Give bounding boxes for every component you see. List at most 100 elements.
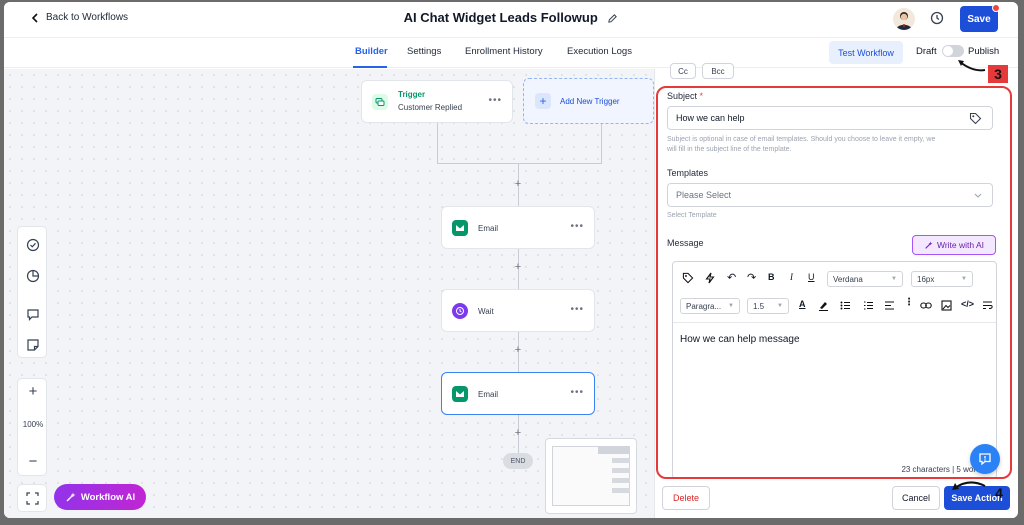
- connector: [601, 124, 602, 163]
- zoom-in-icon[interactable]: +: [28, 383, 38, 400]
- trigger-node[interactable]: Trigger Customer Replied •••: [361, 80, 513, 123]
- chevron-down-icon: ▼: [961, 276, 967, 282]
- underline-icon[interactable]: U: [808, 272, 815, 282]
- minimap-block: [612, 478, 630, 483]
- more-options-icon[interactable]: •••: [570, 387, 584, 398]
- minimap-block: [612, 458, 630, 463]
- notification-dot: [992, 4, 1000, 12]
- add-step-plus[interactable]: +: [514, 178, 522, 190]
- lightning-icon[interactable]: [704, 272, 716, 284]
- save-action-button[interactable]: Save Action: [944, 486, 1010, 510]
- paragraph-value: Paragra...: [686, 301, 722, 311]
- draft-label: Draft: [916, 46, 937, 57]
- cc-button[interactable]: Cc: [670, 63, 696, 79]
- test-workflow-button[interactable]: Test Workflow: [829, 41, 903, 64]
- templates-select[interactable]: Please Select: [667, 183, 993, 207]
- text-wrap-icon[interactable]: [982, 301, 993, 310]
- connector: [518, 332, 519, 372]
- plus-icon: +: [535, 93, 551, 109]
- cancel-button[interactable]: Cancel: [892, 486, 940, 510]
- trigger-title: Trigger: [398, 90, 426, 99]
- save-label: Save: [967, 13, 991, 25]
- subject-hint-line-2: will fill in the subject line of the tem…: [667, 146, 792, 153]
- wait-node[interactable]: Wait •••: [441, 289, 595, 332]
- more-options-icon[interactable]: •••: [570, 221, 584, 232]
- tag-icon[interactable]: [969, 112, 982, 125]
- bullet-list-icon[interactable]: [840, 301, 851, 310]
- sticky-note-icon[interactable]: [26, 338, 40, 352]
- pencil-icon[interactable]: [607, 13, 618, 24]
- tag-icon[interactable]: [682, 272, 694, 284]
- magic-wand-icon: [925, 240, 933, 249]
- undo-icon[interactable]: ↶: [727, 272, 737, 284]
- minimap[interactable]: [545, 438, 637, 514]
- chevron-down-icon: ▼: [728, 303, 734, 309]
- pie-chart-icon[interactable]: [26, 269, 40, 283]
- redo-icon[interactable]: ↷: [747, 272, 757, 284]
- templates-placeholder: Please Select: [676, 190, 732, 200]
- fit-view-button[interactable]: [17, 484, 47, 512]
- bcc-button[interactable]: Bcc: [702, 63, 734, 79]
- bold-icon[interactable]: B: [768, 272, 775, 282]
- font-family-select[interactable]: Verdana▼: [827, 271, 903, 287]
- add-step-plus[interactable]: +: [514, 427, 522, 439]
- comment-icon[interactable]: [26, 308, 40, 322]
- message-body[interactable]: How we can help message: [680, 334, 800, 345]
- tab-enrollment-history[interactable]: Enrollment History: [465, 46, 543, 57]
- add-step-plus[interactable]: +: [514, 344, 522, 356]
- more-options-icon[interactable]: •••: [570, 304, 584, 315]
- character-counter: 23 characters | 5 wor: [901, 465, 976, 474]
- image-icon[interactable]: [941, 300, 952, 311]
- numbered-list-icon[interactable]: [863, 301, 874, 310]
- minimap-viewport: [552, 446, 630, 506]
- highlight-icon[interactable]: [818, 300, 829, 311]
- font-size-select[interactable]: 16px▼: [911, 271, 973, 287]
- feedback-chat-button[interactable]: [970, 444, 1000, 474]
- text-color-icon[interactable]: A: [799, 299, 806, 309]
- back-to-workflows-link[interactable]: Back to Workflows: [30, 12, 128, 23]
- code-icon[interactable]: </>: [961, 299, 975, 309]
- link-icon[interactable]: [920, 301, 932, 310]
- tab-builder[interactable]: Builder: [355, 46, 388, 57]
- email-node-1[interactable]: Email •••: [441, 206, 595, 249]
- email-node-2[interactable]: Email •••: [441, 372, 595, 415]
- user-avatar[interactable]: [893, 8, 915, 30]
- add-trigger-label: Add New Trigger: [560, 97, 620, 106]
- save-button[interactable]: Save: [960, 4, 1000, 32]
- templates-label: Templates: [667, 168, 709, 178]
- minimap-block: [612, 488, 630, 493]
- subject-hint-line-1: Subject is optional in case of email tem…: [667, 136, 936, 143]
- chat-alert-icon: [979, 453, 991, 466]
- zoom-controls: + 100% −: [17, 378, 47, 476]
- history-icon[interactable]: [930, 11, 944, 25]
- delete-button[interactable]: Delete: [662, 486, 710, 510]
- message-editor[interactable]: ↶ ↷ B I U Verdana▼ 16px▼ Paragra... ▼ 1.5…: [672, 261, 997, 479]
- check-circle-icon[interactable]: [26, 238, 40, 252]
- more-vertical-icon[interactable]: ⋮: [904, 297, 914, 308]
- add-step-plus[interactable]: +: [514, 261, 522, 273]
- align-left-icon[interactable]: [884, 301, 895, 310]
- connector: [518, 163, 519, 206]
- zoom-out-icon[interactable]: −: [28, 453, 38, 470]
- tab-execution-logs[interactable]: Execution Logs: [567, 46, 632, 57]
- paragraph-style-select[interactable]: Paragra... ▼: [680, 298, 740, 314]
- publish-toggle[interactable]: [942, 45, 964, 57]
- write-with-ai-button[interactable]: Write with AI: [912, 235, 996, 255]
- tab-settings[interactable]: Settings: [407, 46, 442, 57]
- tab-bar: Builder Settings Enrollment History Exec…: [4, 38, 1018, 68]
- italic-icon[interactable]: I: [790, 272, 793, 282]
- line-height-select[interactable]: 1.5▼: [747, 298, 789, 314]
- subject-hint: Subject is optional in case of email tem…: [667, 135, 935, 155]
- connector: [437, 123, 438, 163]
- workflow-title: AI Chat Widget Leads Followup: [4, 10, 1018, 25]
- app-window: Back to Workflows AI Chat Widget Leads F…: [4, 2, 1018, 518]
- chevron-down-icon: ▼: [777, 303, 783, 309]
- more-options-icon[interactable]: •••: [488, 95, 502, 106]
- subject-input[interactable]: How we can help: [667, 106, 993, 130]
- add-new-trigger-button[interactable]: + Add New Trigger: [523, 78, 654, 124]
- workflow-canvas[interactable]: Trigger Customer Replied ••• + Add New T…: [4, 69, 654, 518]
- email-icon: [452, 220, 468, 236]
- toolbar-divider: [673, 322, 996, 323]
- email-node-label: Email: [478, 390, 499, 399]
- workflow-ai-button[interactable]: Workflow AI: [54, 484, 146, 510]
